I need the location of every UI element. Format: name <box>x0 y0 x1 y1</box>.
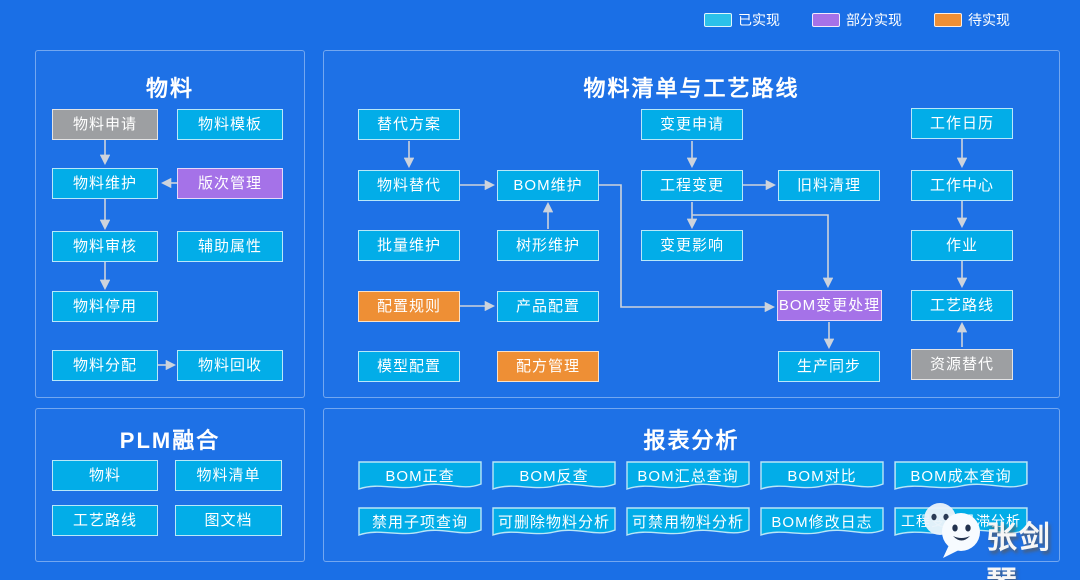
node-material-template: 物料模板 <box>177 109 283 140</box>
node-recipe-manage: 配方管理 <box>497 351 599 382</box>
card-disabled-subitem-query: 禁用子项查询 <box>358 507 482 541</box>
legend-item-pending: 待实现 <box>934 10 1010 30</box>
panel-bom-routing-title: 物料清单与工艺路线 <box>583 76 800 101</box>
panel-material: 物料 <box>35 50 305 398</box>
card-bom-summary-query: BOM汇总查询 <box>626 461 750 495</box>
node-resource-substitute: 资源替代 <box>911 349 1013 380</box>
legend-item-implemented: 已实现 <box>704 10 780 30</box>
node-material-allocate: 物料分配 <box>52 350 158 381</box>
panel-material-title: 物料 <box>145 76 194 101</box>
node-alternative-plan: 替代方案 <box>358 109 460 140</box>
node-material-maintain: 物料维护 <box>52 168 158 199</box>
card-label: 可删除物料分析 <box>497 514 610 531</box>
card-label: 可禁用物料分析 <box>631 514 744 531</box>
card-bom-compare: BOM对比 <box>760 461 884 495</box>
node-model-config: 模型配置 <box>358 351 460 382</box>
card-deletable-material-analysis: 可删除物料分析 <box>492 507 616 541</box>
legend-swatch-implemented <box>704 13 732 27</box>
node-plm-bom: 物料清单 <box>175 460 282 491</box>
card-bom-forward-query: BOM正查 <box>358 461 482 495</box>
node-work-calendar: 工作日历 <box>911 108 1013 139</box>
card-label: BOM修改日志 <box>771 514 873 531</box>
legend-item-partial: 部分实现 <box>812 10 902 30</box>
document-shape <box>894 461 1028 490</box>
node-material-deactivate: 物料停用 <box>52 291 158 322</box>
node-production-sync: 生产同步 <box>778 351 880 382</box>
legend-swatch-partial <box>812 13 840 27</box>
node-routing: 工艺路线 <box>911 290 1013 321</box>
card-label: BOM反查 <box>519 468 589 485</box>
node-material-review: 物料审核 <box>52 231 158 262</box>
card-label: 禁用子项查询 <box>371 514 468 531</box>
card-label: BOM成本查询 <box>910 468 1012 485</box>
node-plm-document: 图文档 <box>175 505 282 536</box>
document-shape <box>358 461 482 490</box>
card-label: BOM正查 <box>385 468 455 485</box>
document-shape <box>492 461 616 490</box>
watermark-text: 张剑琴 <box>986 520 1052 580</box>
document-shape <box>760 461 884 490</box>
legend-swatch-pending <box>934 13 962 27</box>
node-engineering-change: 工程变更 <box>641 170 743 201</box>
node-work-center: 工作中心 <box>911 170 1013 201</box>
card-label: BOM汇总查询 <box>637 468 739 485</box>
node-product-config: 产品配置 <box>497 291 599 322</box>
node-plm-routing: 工艺路线 <box>52 505 158 536</box>
legend: 已实现 部分实现 待实现 <box>704 10 1010 30</box>
node-operation: 作业 <box>911 230 1013 261</box>
node-material-request: 物料申请 <box>52 109 158 140</box>
panel-bom-routing: 物料清单与工艺路线 <box>323 50 1060 398</box>
node-material-substitute: 物料替代 <box>358 170 460 201</box>
card-disableable-material-analysis: 可禁用物料分析 <box>626 507 750 541</box>
card-bom-reverse-query: BOM反查 <box>492 461 616 495</box>
node-aux-attributes: 辅助属性 <box>177 231 283 262</box>
document-shape <box>492 507 616 536</box>
node-change-impact: 变更影响 <box>641 230 743 261</box>
panel-plm-title: PLM融合 <box>119 428 221 453</box>
node-plm-material: 物料 <box>52 460 158 491</box>
panel-plm-integration: PLM融合 <box>35 408 305 562</box>
node-config-rules: 配置规则 <box>358 291 460 322</box>
legend-label: 已实现 <box>738 12 780 28</box>
node-batch-maintain: 批量维护 <box>358 230 460 261</box>
node-bom-change-process: BOM变更处理 <box>777 290 882 321</box>
node-bom-maintain: BOM维护 <box>497 170 599 201</box>
node-tree-maintain: 树形维护 <box>497 230 599 261</box>
document-shape <box>358 507 482 536</box>
panel-reports-title: 报表分析 <box>643 428 740 453</box>
document-shape <box>626 461 750 490</box>
panel-reports: 报表分析 <box>323 408 1060 562</box>
card-label: BOM对比 <box>787 468 857 485</box>
document-shape <box>760 507 884 536</box>
legend-label: 部分实现 <box>846 12 902 28</box>
node-material-recycle: 物料回收 <box>177 350 283 381</box>
card-bom-change-log: BOM修改日志 <box>760 507 884 541</box>
wechat-bubbles-icon <box>924 503 980 558</box>
card-bom-cost-query: BOM成本查询 <box>894 461 1028 495</box>
legend-label: 待实现 <box>968 12 1010 28</box>
node-change-request: 变更申请 <box>641 109 743 140</box>
node-revision-manage: 版次管理 <box>177 168 283 199</box>
node-old-material-cleanup: 旧料清理 <box>778 170 880 201</box>
document-shape <box>626 507 750 536</box>
